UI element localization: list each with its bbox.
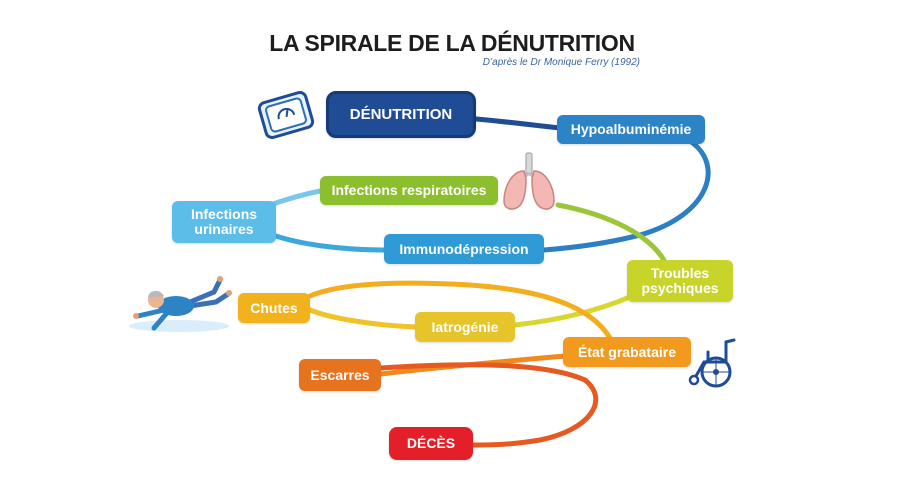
node-hypoalbuminemie: Hypoalbuminémie	[557, 115, 705, 144]
page-title: LA SPIRALE DE LA DÉNUTRITION	[269, 30, 635, 56]
bathroom-scale-icon	[257, 91, 315, 139]
node-infections-urinaires: Infections urinaires	[172, 201, 276, 243]
connector-iatro-chutes	[307, 307, 419, 330]
node-infections-respiratoires: Infections respiratoires	[320, 176, 498, 205]
node-deces: DÉCÈS	[389, 427, 473, 460]
node-troubles-psychiques: Troubles psychiques	[627, 260, 733, 302]
connector-escarres-deces	[378, 362, 599, 448]
connector-denutrition-hypo	[473, 116, 563, 131]
connector-infur-infresp	[267, 188, 323, 208]
node-escarres: Escarres	[299, 359, 381, 391]
connector-troubles-iatro	[512, 293, 635, 328]
node-denutrition: DÉNUTRITION	[326, 91, 476, 138]
falling-person-icon	[129, 276, 232, 332]
wheelchair-icon	[688, 338, 736, 388]
source-credit: D’après le Dr Monique Ferry (1992)	[482, 57, 640, 68]
connector-chutes-etat	[307, 280, 613, 341]
connector-resp-troubles	[555, 202, 668, 265]
connector-hypo-immuno	[541, 138, 711, 253]
node-etat-grabataire: État grabataire	[563, 337, 691, 367]
lungs-icon	[503, 152, 555, 210]
connector-immuno-infur	[273, 233, 388, 253]
node-iatrogenie: Iatrogénie	[415, 312, 515, 342]
node-chutes: Chutes	[238, 293, 310, 323]
node-immunodepression: Immunodépression	[384, 234, 544, 264]
